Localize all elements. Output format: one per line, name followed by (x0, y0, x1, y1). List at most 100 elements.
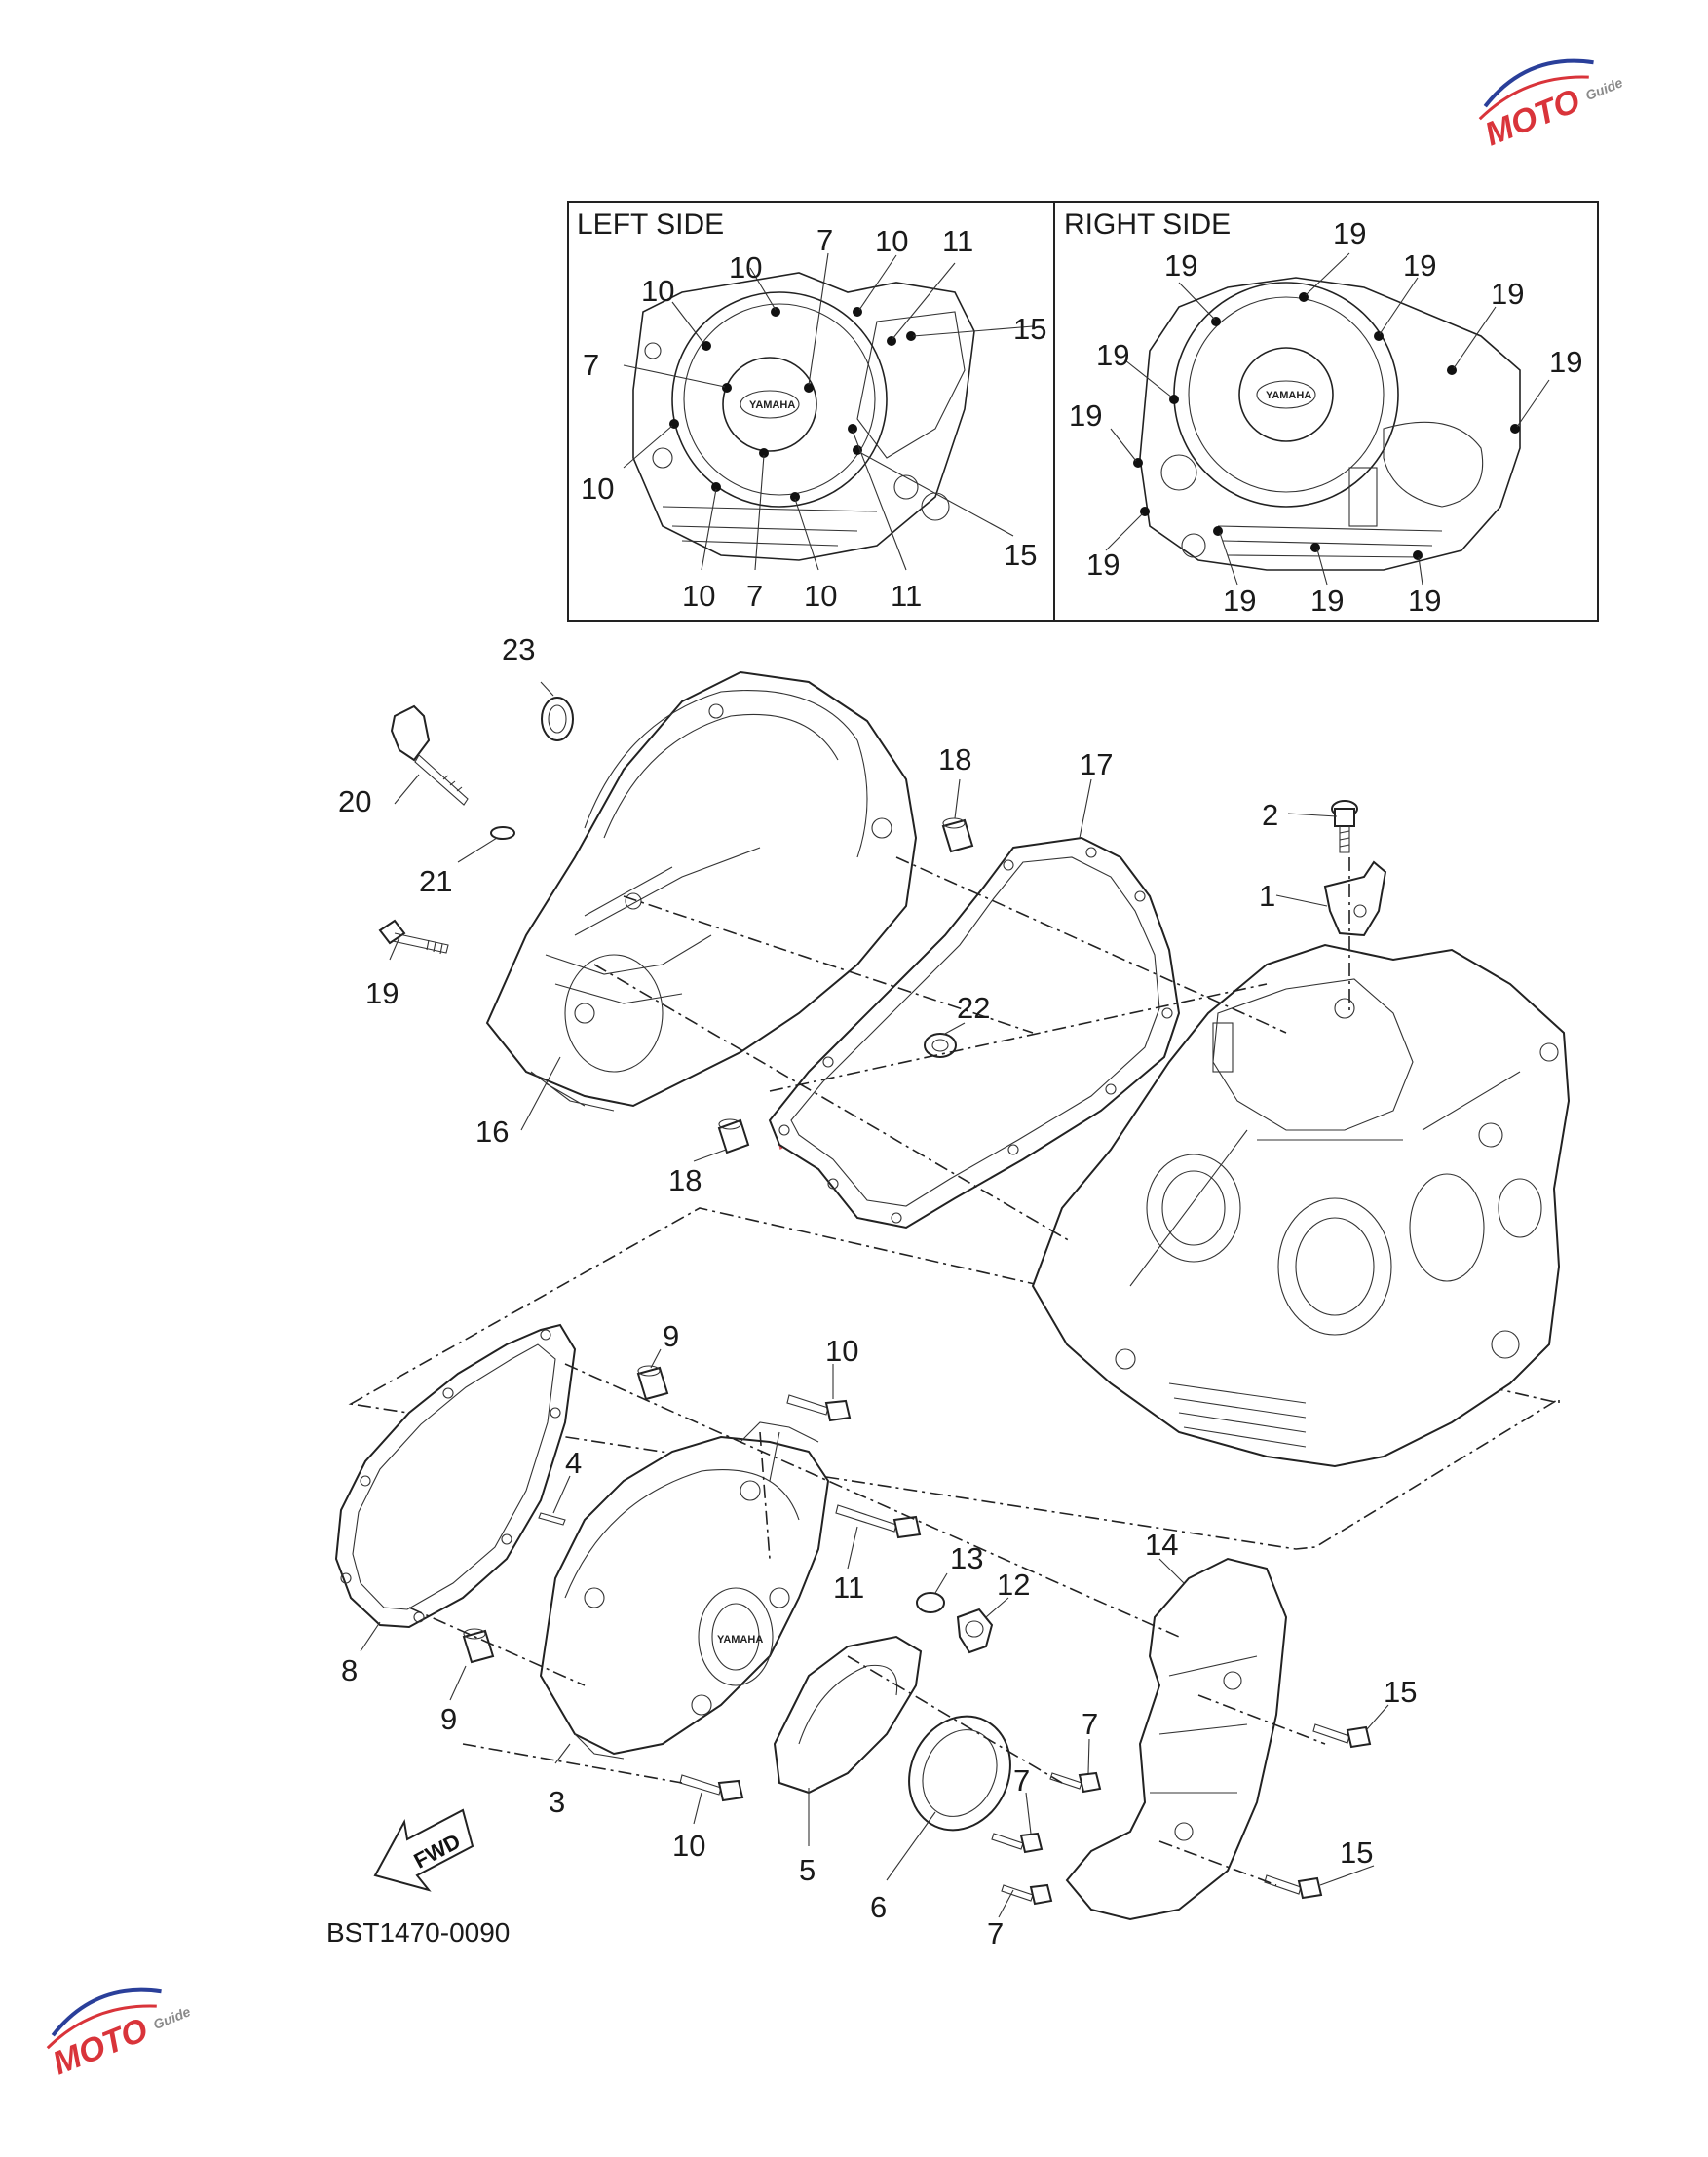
left-callouts: 7 10 11 10 10 15 7 10 15 10 7 10 11 (581, 223, 1046, 613)
callout-16: 16 (475, 1115, 509, 1149)
part-19-bolt (378, 919, 449, 955)
right-callout-19j: 19 (1310, 584, 1344, 618)
part-18-dowel-top (941, 817, 974, 853)
callout-6: 6 (870, 1890, 887, 1924)
right-callout-19f: 19 (1549, 345, 1582, 379)
right-callout-19e: 19 (1096, 338, 1129, 372)
part-12-plug (956, 1608, 994, 1654)
part-22-plug (924, 1033, 957, 1058)
callout-20: 20 (338, 784, 371, 818)
brand-badge-cover: YAMAHA (717, 1634, 763, 1646)
part-10-bolt-top (786, 1394, 852, 1422)
part-8-gasket (334, 1323, 577, 1629)
callout-14: 14 (1145, 1528, 1178, 1562)
right-callout-19k: 19 (1408, 584, 1441, 618)
right-callout-19b: 19 (1164, 248, 1197, 283)
diagram-code: BST1470-0090 (326, 1917, 510, 1948)
callout-12: 12 (997, 1568, 1030, 1602)
left-callout-15a: 15 (1013, 312, 1046, 346)
callout-7c: 7 (987, 1916, 1004, 1950)
part-17-gasket (768, 836, 1181, 1230)
callout-7a: 7 (1082, 1707, 1098, 1741)
part-4-pin (538, 1512, 566, 1526)
callout-8: 8 (341, 1653, 358, 1687)
callout-17: 17 (1080, 747, 1113, 781)
left-callout-11b: 11 (891, 579, 922, 613)
left-callout-10e: 10 (682, 579, 715, 613)
part-13-o-ring (916, 1592, 945, 1613)
part-20-dipstick (390, 704, 469, 806)
callout-21: 21 (419, 864, 452, 898)
left-side-engine-view: YAMAHA (623, 252, 1034, 571)
callout-7b: 7 (1013, 1763, 1030, 1798)
callout-19: 19 (365, 976, 399, 1010)
right-side-engine-view: YAMAHA (1105, 252, 1550, 586)
part-2-bolt (1331, 800, 1358, 853)
callout-1: 1 (1259, 879, 1275, 913)
part-7-bolt-c (1001, 1883, 1053, 1906)
right-callout-19h: 19 (1086, 548, 1120, 582)
right-callouts: 19 19 19 19 19 19 19 19 19 19 19 (1069, 216, 1582, 618)
part-18-dowel-bottom (717, 1118, 750, 1154)
right-callout-19d: 19 (1491, 277, 1524, 311)
callout-22: 22 (957, 991, 990, 1025)
callout-9a: 9 (663, 1319, 679, 1353)
part-11-bolt (835, 1504, 922, 1539)
left-callout-11a: 11 (942, 224, 973, 258)
callout-5: 5 (799, 1853, 816, 1887)
right-callout-19i: 19 (1223, 584, 1256, 618)
crankcase-block (1031, 943, 1571, 1468)
fwd-arrow-icon: FWD (373, 1808, 474, 1892)
part-9-dowel-bottom (462, 1628, 495, 1664)
part-21-o-ring (490, 826, 515, 840)
left-callout-15b: 15 (1004, 538, 1037, 572)
part-9-dowel-top (636, 1365, 669, 1401)
part-16-clutch-cover (485, 670, 1073, 1243)
left-callout-7a: 7 (816, 223, 833, 257)
callout-4: 4 (565, 1446, 582, 1480)
part-5-cover-plate (773, 1635, 923, 1795)
part-3-generator-cover: YAMAHA (539, 1421, 830, 1760)
left-side-title: LEFT SIDE (577, 208, 724, 241)
main-callouts: 1 2 3 4 5 6 7 7 7 8 9 9 10 10 11 12 13 1… (338, 632, 1417, 1950)
right-side-title: RIGHT SIDE (1064, 208, 1231, 241)
watermark-sub: Guide (1583, 74, 1625, 103)
assembly-boundary (348, 1207, 1560, 1550)
part-1-bracket (1323, 857, 1387, 1013)
part-7-bolt-a (1049, 1771, 1102, 1794)
watermark-sub: Guide (151, 2003, 193, 2032)
callout-18a: 18 (938, 742, 971, 776)
left-callout-7b: 7 (583, 348, 599, 382)
part-14-sprocket-cover (1065, 1557, 1288, 1921)
watermark-logo-bottom: MOTO Guide (46, 1987, 193, 2082)
left-callout-10f: 10 (804, 579, 837, 613)
callout-10a: 10 (825, 1334, 858, 1368)
callout-3: 3 (549, 1785, 565, 1819)
callout-9b: 9 (440, 1702, 457, 1736)
watermark-logo-top: MOTO Guide (1478, 58, 1625, 153)
part-7-bolt-b (991, 1832, 1044, 1854)
leader-lines (360, 681, 1389, 1918)
part-23-oil-seal (541, 697, 574, 741)
right-callout-19g: 19 (1069, 398, 1102, 433)
callout-10b: 10 (672, 1829, 705, 1863)
gasket-8-holes (340, 1329, 561, 1623)
callout-15a: 15 (1384, 1675, 1417, 1709)
part-15-bolt-top (1312, 1723, 1372, 1749)
left-callout-10c: 10 (641, 274, 674, 308)
left-callout-10b: 10 (729, 250, 762, 284)
left-callout-10d: 10 (581, 472, 614, 506)
right-callout-19c: 19 (1403, 248, 1436, 283)
part-6-ring (908, 1715, 1011, 1832)
brand-badge-left: YAMAHA (749, 399, 795, 411)
callout-11: 11 (833, 1570, 864, 1605)
callout-23: 23 (502, 632, 535, 666)
part-15-bolt-bottom (1264, 1874, 1323, 1900)
left-callout-7c: 7 (746, 579, 763, 613)
brand-badge-right: YAMAHA (1266, 390, 1311, 401)
assembly-guides (408, 856, 1326, 1886)
part-10-bolt-bottom (679, 1774, 744, 1802)
callout-15b: 15 (1340, 1835, 1373, 1870)
right-callout-19a: 19 (1333, 216, 1366, 250)
